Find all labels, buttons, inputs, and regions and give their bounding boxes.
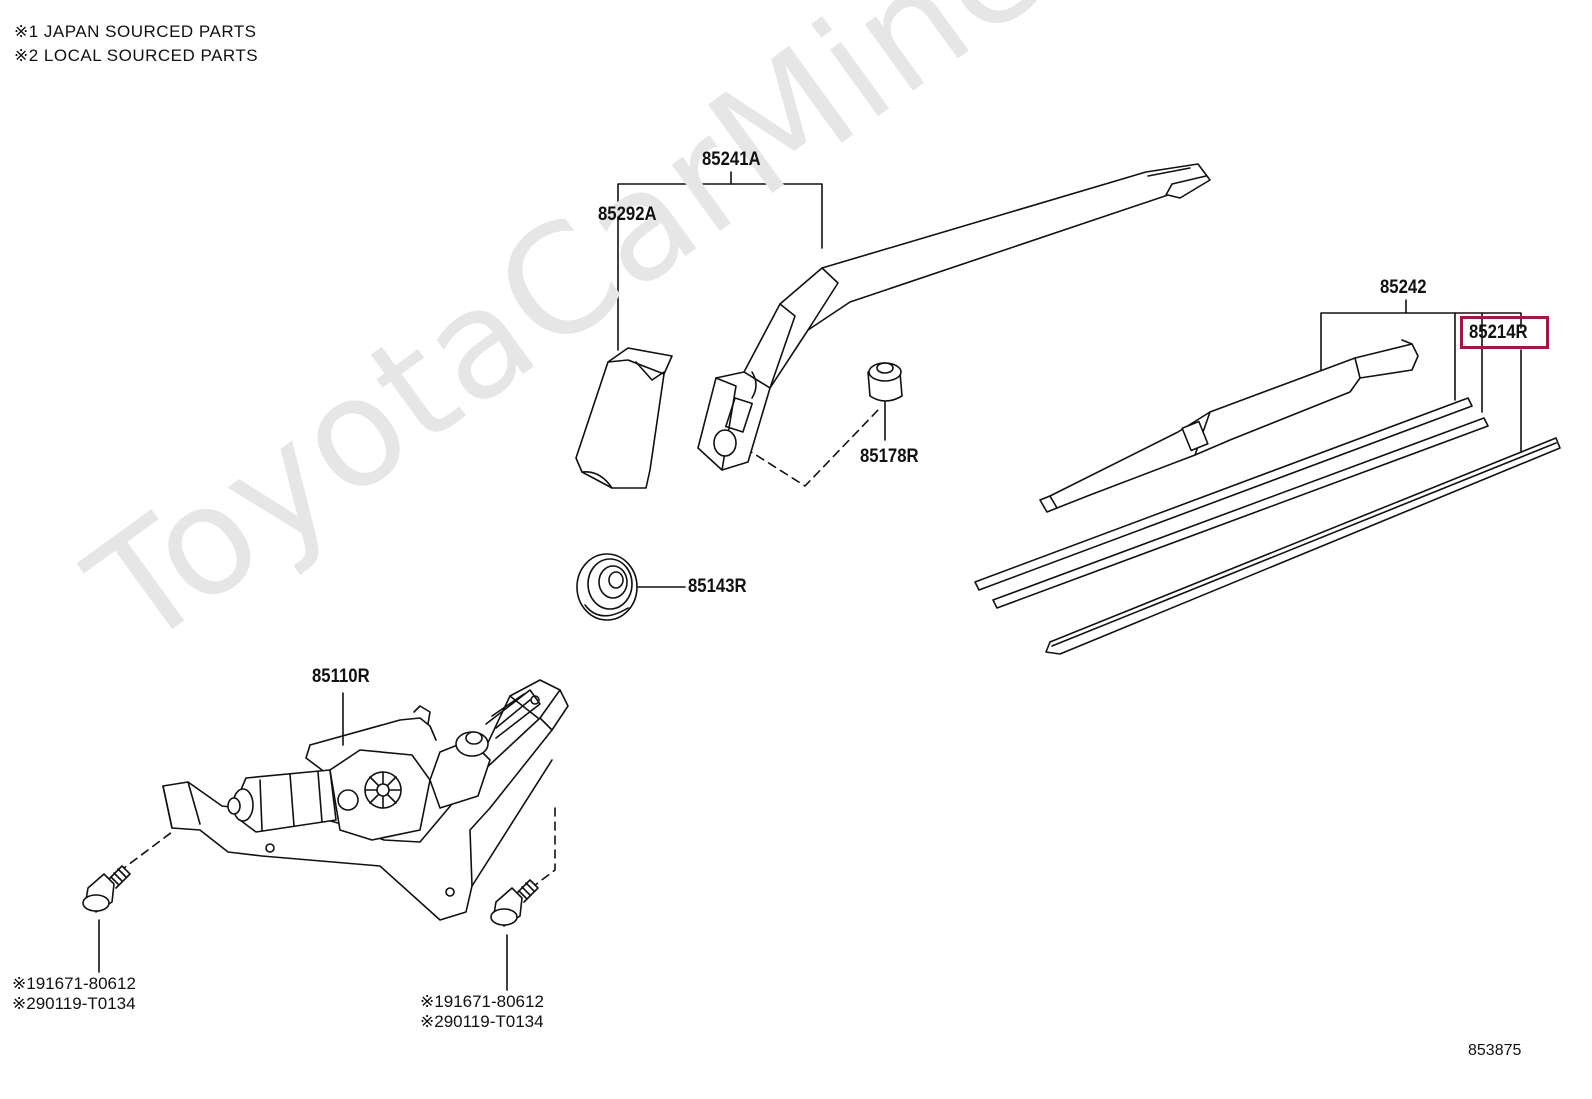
highlight-box: 85214R [1460, 316, 1549, 349]
bolt-label-left-1[interactable]: ※191671-80612 [12, 974, 136, 993]
bolt-label-left-2[interactable]: ※290119-T0134 [12, 994, 136, 1013]
part-label-85110R[interactable]: 85110R [312, 666, 370, 687]
wiper-blade-85242 [1040, 340, 1418, 512]
blade-strips-85214R [975, 398, 1560, 654]
part-label-85242[interactable]: 85242 [1380, 277, 1427, 298]
note-local-sourced: ※2 LOCAL SOURCED PARTS [14, 46, 259, 65]
leader-85241A [618, 172, 822, 350]
part-label-85214R[interactable]: 85214R [1469, 322, 1528, 343]
diagram-code: 853875 [1468, 1042, 1522, 1059]
arm-cover-85292A [576, 348, 672, 488]
wiper-motor-85110R [163, 680, 568, 920]
part-label-85178R[interactable]: 85178R [860, 446, 919, 467]
grommet-85143R [577, 554, 637, 620]
bolt-label-right-2[interactable]: ※290119-T0134 [420, 1012, 544, 1031]
bolt-right [491, 880, 538, 926]
note-japan-sourced: ※1 JAPAN SOURCED PARTS [14, 22, 257, 41]
part-label-85292A[interactable]: 85292A [598, 204, 657, 225]
part-label-85143R[interactable]: 85143R [688, 576, 747, 597]
bolt-label-right-1[interactable]: ※191671-80612 [420, 992, 544, 1011]
part-label-85241A[interactable]: 85241A [702, 149, 761, 170]
bolt-left [83, 866, 130, 912]
wiper-arm-85241A [698, 164, 1210, 470]
nut-85178R [868, 363, 902, 401]
leader-85242 [1321, 300, 1521, 456]
